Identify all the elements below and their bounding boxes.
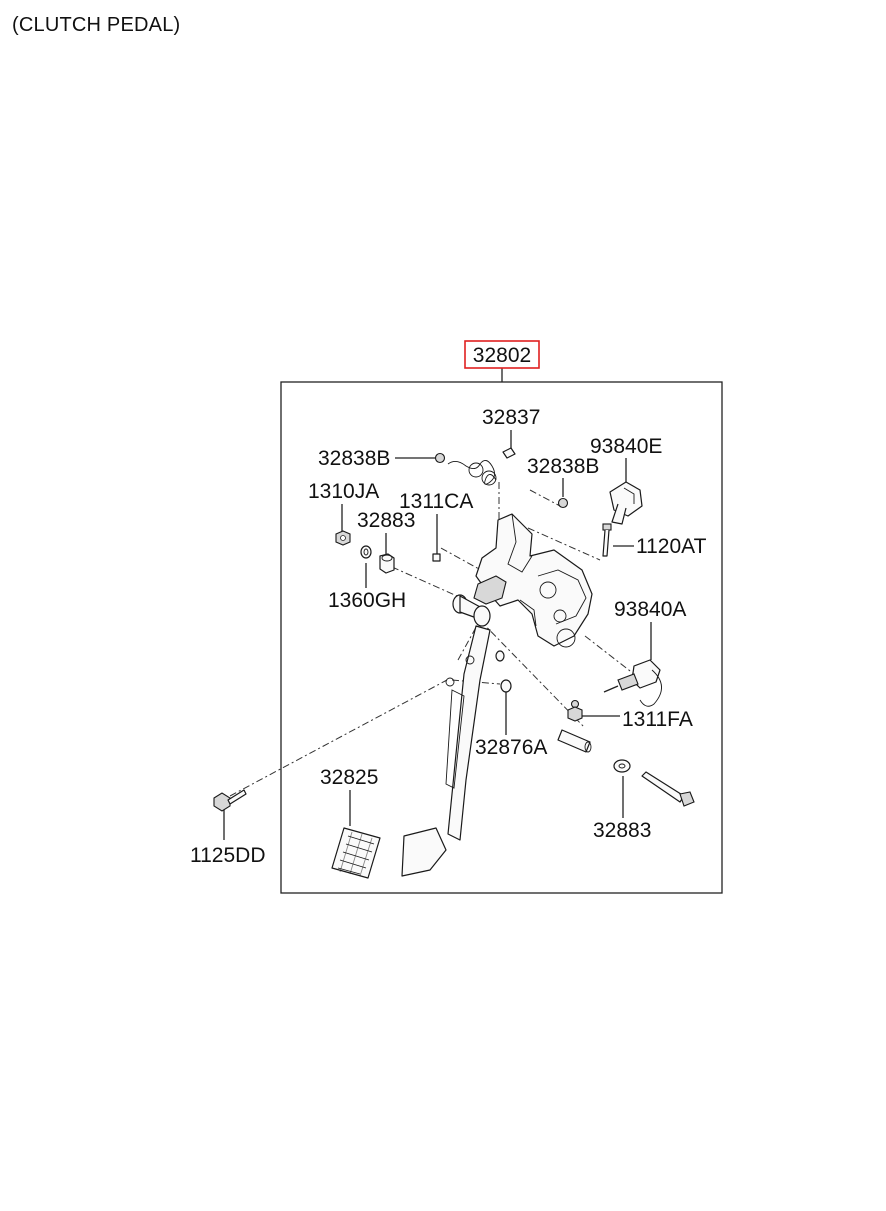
part-32876a-bushing [495, 650, 512, 693]
part-1311fa-nut [567, 699, 583, 722]
callout-32838b-left[interactable]: 32838B [318, 447, 390, 470]
assembly-number[interactable]: 32802 [473, 344, 531, 367]
part-32838b-nut-right [557, 497, 569, 509]
part-pedal-pad-mounted [401, 827, 447, 877]
part-pedal-arm [445, 594, 491, 841]
part-pivot-bolt [641, 771, 695, 807]
diagram-title: (CLUTCH PEDAL) [12, 14, 181, 36]
part-1120at-bolt [602, 523, 612, 557]
callout-32825[interactable]: 32825 [320, 766, 378, 789]
part-1311ca-pin [432, 553, 441, 562]
part-32837-clip [502, 447, 516, 459]
assembly-highlight-box [464, 340, 540, 369]
part-1360gh-washer [360, 545, 372, 559]
callout-32837[interactable]: 32837 [482, 406, 540, 429]
part-return-spring [447, 460, 497, 486]
callout-32883-bottom[interactable]: 32883 [593, 819, 651, 842]
callout-1125dd[interactable]: 1125DD [190, 844, 266, 867]
callout-32876a[interactable]: 32876A [475, 736, 547, 759]
part-93840e-switch [609, 481, 643, 525]
part-1125dd-bolt [213, 789, 247, 812]
part-1310ja-nut [335, 530, 351, 546]
callout-32838b-right[interactable]: 32838B [527, 455, 599, 478]
callout-32883-top[interactable]: 32883 [357, 509, 415, 532]
part-pivot-shaft [557, 729, 592, 753]
part-32838b-nut-left [434, 452, 446, 464]
part-pedal-bracket [473, 513, 593, 648]
callout-1120at[interactable]: 1120AT [636, 535, 707, 558]
part-32825-pedal-pad [331, 827, 381, 879]
leader-lines [223, 430, 652, 840]
part-32883-washer-bottom [613, 759, 631, 773]
callout-1360gh[interactable]: 1360GH [328, 589, 406, 612]
callout-1311fa[interactable]: 1311FA [622, 708, 693, 731]
callout-1311ca[interactable]: 1311CA [399, 490, 473, 513]
callout-93840a[interactable]: 93840A [614, 598, 686, 621]
callout-93840e[interactable]: 93840E [590, 435, 662, 458]
part-32883-bushing-top [379, 553, 395, 574]
assembly-lines [229, 482, 635, 797]
callout-1310ja[interactable]: 1310JA [308, 480, 379, 503]
part-93840a-switch [603, 659, 662, 707]
